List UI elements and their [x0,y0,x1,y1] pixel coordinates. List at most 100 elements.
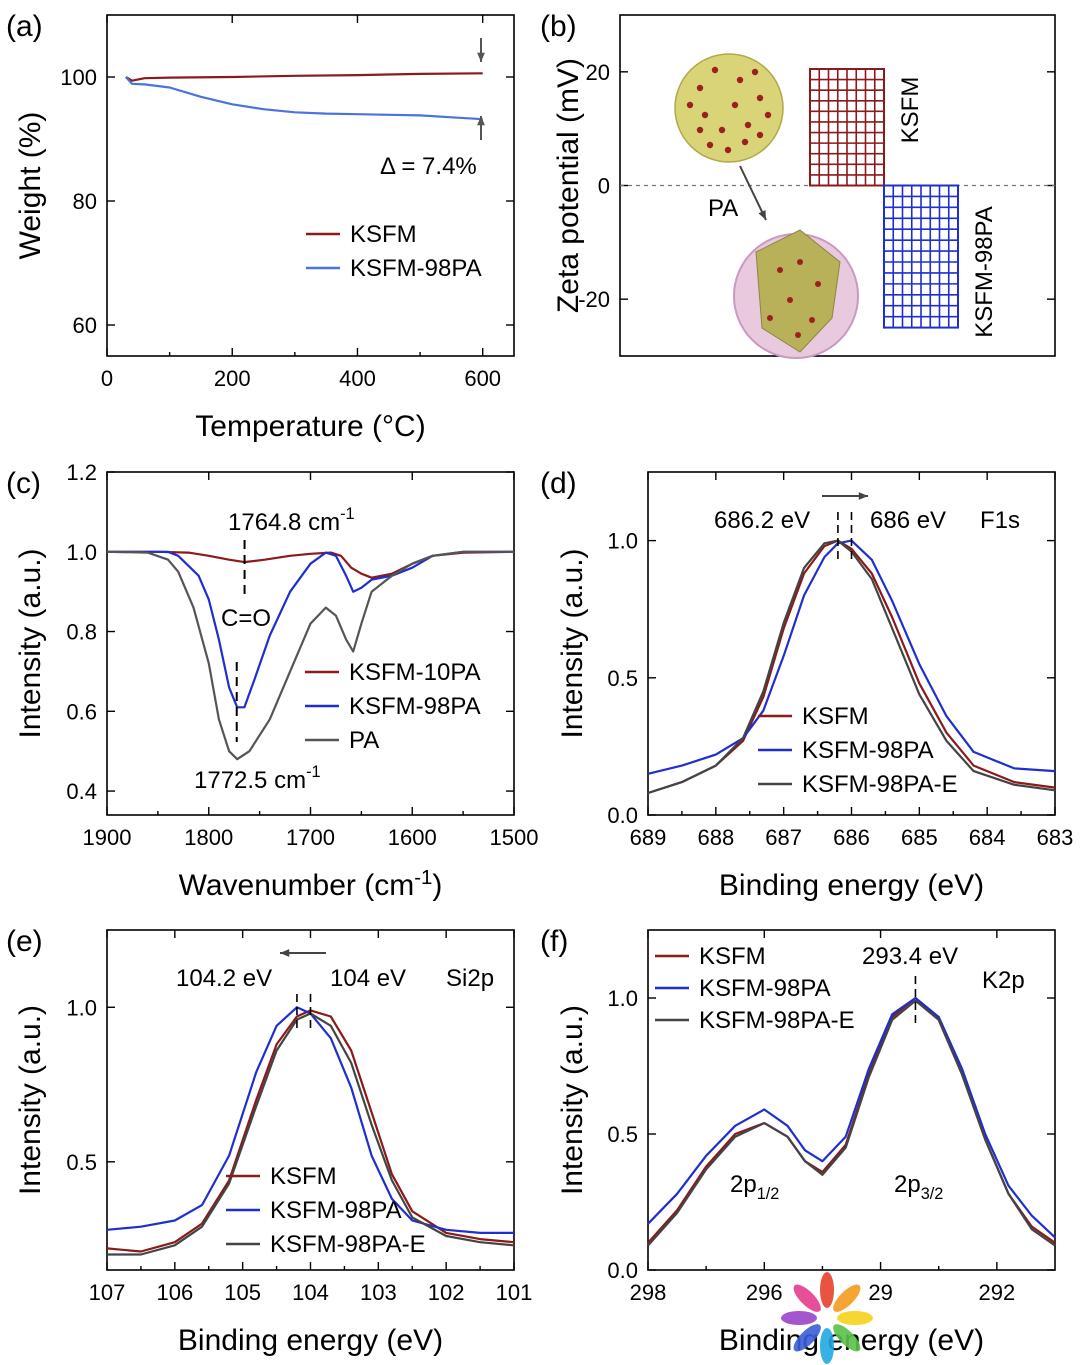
bare-particle [674,53,784,163]
x-axis-label: Binding energy (eV) [719,869,984,902]
particle-dot [767,315,773,321]
pa-arrow [739,165,767,221]
y-tick-label: 0.5 [607,1122,638,1147]
legend-label: KSFM-98PA-E [699,1007,855,1034]
particle-dot [731,101,739,109]
legend-label: PA [349,727,379,754]
y-axis-label: Intensity (a.u.) [14,548,47,738]
particle-dot [741,138,749,146]
y-axis-label: Intensity (a.u.) [14,1005,47,1195]
x-tick-label: 102 [428,1280,465,1305]
annotation-k2p: K2p [982,967,1025,994]
panel-label: (e) [6,925,43,958]
series-line [125,72,483,82]
legend-label: KSFM-98PA-E [802,771,958,798]
particle-dot [809,317,815,323]
y-tick-label: 0.6 [66,699,97,724]
annotation-686: 686 eV [870,507,946,534]
pa-arrow-head [758,210,766,220]
annotation-1772: 1772.5 cm-1 [194,763,321,794]
particle-illustration [674,53,859,359]
particle-dot [787,297,793,303]
particle-dot [718,126,726,134]
particle-dot [744,121,752,129]
legend-label: KSFM [699,943,766,970]
x-tick-label: 685 [901,825,938,850]
legend-label: KSFM [802,703,869,730]
annotation-pa: PA [708,195,738,222]
x-axis-label: Temperature (°C) [195,410,425,443]
legend-label: KSFM [350,221,417,248]
coated-particle-core [755,229,841,353]
x-axis-label: Binding energy (eV) [178,1324,443,1357]
watermark-petal [820,1328,834,1364]
x-tick-label: 686 [833,825,870,850]
y-tick-label: 1.0 [607,529,638,554]
particle-dot [756,131,764,139]
series-line [124,76,483,121]
x-tick-label: 106 [156,1280,193,1305]
watermark-petal [793,1284,821,1312]
y-tick-label: 1.0 [607,986,638,1011]
y-tick-label: -20 [578,287,610,312]
particle-dot [756,94,764,102]
particle-dot [751,68,759,76]
shift-arrow-head [858,492,868,500]
particle-dot [696,126,704,134]
annotation-co: C=O [221,605,271,632]
annotation-delta: Δ = 7.4% [380,153,477,180]
annotation-2p12: 2p1/2 [730,1171,779,1203]
series-line [106,550,514,761]
watermark-petal [833,1324,861,1352]
y-tick-label: 0.5 [66,1150,97,1175]
x-tick-label: 400 [339,366,376,391]
x-tick-label: 296 [746,1280,783,1305]
particle-dot [777,267,783,273]
bar-ksfm [809,67,885,187]
annotation-104: 104 eV [330,965,406,992]
panel-label: (d) [540,467,577,500]
x-tick-label: 0 [101,366,113,391]
panel-label: (f) [540,925,568,958]
annotation-si2p: Si2p [446,965,494,992]
legend-label: KSFM-98PA-E [270,1231,426,1258]
bar-label-ksfm: KSFM [897,77,924,144]
x-tick-label: 600 [464,366,501,391]
shift-arrow-head [280,949,290,957]
x-tick-label: 683 [1037,825,1074,850]
x-tick-label: 29 [868,1280,892,1305]
y-axis-label: Zeta potential (mV) [552,58,585,313]
y-tick-label: 80 [73,189,97,214]
legend-label: KSFM-98PA [350,255,482,282]
x-tick-label: 292 [978,1280,1015,1305]
legend-label: KSFM-10PA [349,659,481,686]
x-tick-label: 104 [292,1280,329,1305]
x-tick-label: 1600 [388,825,437,850]
x-tick-label: 1700 [286,825,335,850]
series-line [647,996,1056,1239]
watermark-petal [837,1311,873,1325]
plot-frame [106,14,515,357]
panel-label: (c) [6,467,41,500]
x-tick-label: 298 [630,1280,667,1305]
watermark-petal [820,1272,834,1308]
particle-dot [795,332,801,338]
y-tick-label: 100 [60,65,97,90]
y-tick-label: 0.4 [66,779,97,804]
annotation-104-2: 104.2 eV [176,965,272,992]
legend-label: KSFM-98PA [270,1197,402,1224]
x-tick-label: 1500 [490,825,539,850]
legend-label: KSFM-98PA [349,693,481,720]
y-tick-label: 1.0 [66,540,97,565]
bar-ksfm-98pa [883,184,959,329]
top-arrow-head [477,52,485,62]
x-tick-label: 688 [697,825,734,850]
annotation-1764: 1764.8 cm-1 [228,505,355,536]
watermark-petal [781,1311,817,1325]
y-axis-label: Intensity (a.u.) [556,548,589,738]
